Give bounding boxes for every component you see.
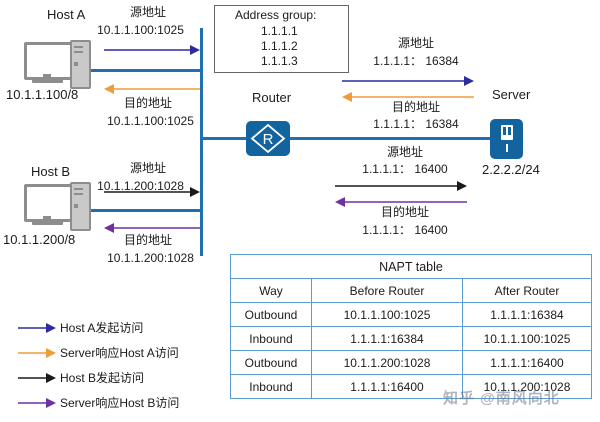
host-a-out-label: 源地址: [129, 5, 166, 19]
host-b-name: Host B: [31, 164, 71, 179]
legend-label-host-b: Host B发起访问: [60, 371, 145, 385]
legend-arrow-host-b-icon: [18, 373, 56, 383]
host-a-name: Host A: [47, 7, 86, 22]
host-b-out-label: 源地址: [129, 161, 166, 175]
address-group-entry-2: 1.1.1.3: [261, 54, 298, 68]
napt-table: NAPT table Way Before Router After Route…: [230, 254, 592, 399]
host-b-wire: [88, 209, 202, 212]
napt-r3-before: 1.1.1.1:16400: [311, 374, 463, 399]
napt-r0-before: 10.1.1.100:1025: [311, 302, 463, 327]
wan-b-out-value: 1.1.1.1： 16400: [362, 162, 448, 176]
address-group-entry-1: 1.1.1.2: [261, 39, 298, 53]
wan-a-out-value: 1.1.1.1： 16384: [373, 54, 459, 68]
napt-r3-way: Inbound: [230, 374, 312, 399]
host-b-pc-icon: [24, 182, 92, 231]
napt-r2-after: 1.1.1.1:16400: [462, 350, 592, 375]
server-to-host-b-arrow: [104, 223, 200, 233]
napt-r2-before: 10.1.1.200:1028: [311, 350, 463, 375]
router-icon: R: [246, 121, 290, 156]
wan-b-in-label: 目的地址: [380, 205, 429, 219]
host-a-in-value: 10.1.1.100:1025: [107, 114, 194, 128]
table-row: Inbound 1.1.1.1:16384 10.1.1.100:1025: [230, 326, 592, 351]
server-to-host-a-arrow: [104, 84, 200, 94]
napt-title: NAPT table: [230, 254, 592, 279]
napt-header-row: Way Before Router After Router: [230, 278, 592, 303]
napt-header-after: After Router: [462, 278, 592, 303]
legend-arrow-server-a-icon: [18, 348, 56, 358]
wan-b-in-value: 1.1.1.1： 16400: [362, 223, 448, 237]
napt-header-way: Way: [230, 278, 312, 303]
watermark: 知乎 @南风向北: [443, 390, 560, 407]
host-a-in-label: 目的地址: [123, 96, 172, 110]
host-a-pc-icon: [24, 40, 92, 89]
napt-header-before: Before Router: [311, 278, 463, 303]
wan-host-b-outbound-arrow: [335, 181, 467, 191]
host-a-wire: [88, 69, 202, 72]
napt-r0-way: Outbound: [230, 302, 312, 327]
napt-r1-after: 10.1.1.100:1025: [462, 326, 592, 351]
host-a-out-value: 10.1.1.100:1025: [97, 23, 184, 37]
table-row: Inbound 1.1.1.1:16400 10.1.1.200:1028: [230, 374, 592, 399]
legend-label-host-a: Host A发起访问: [60, 321, 144, 335]
server-address: 2.2.2.2/24: [482, 162, 540, 177]
server-icon: [490, 119, 523, 159]
router-label: Router: [252, 90, 292, 105]
trunk-vertical-wire: [200, 28, 203, 256]
wan-server-to-a-arrow: [342, 92, 474, 102]
napt-r0-after: 1.1.1.1:16384: [462, 302, 592, 327]
wan-a-in-value: 1.1.1.1： 16384: [373, 117, 459, 131]
legend-arrow-host-a-icon: [18, 323, 56, 333]
wan-a-in-label: 目的地址: [391, 100, 440, 114]
server-label: Server: [492, 87, 531, 102]
napt-r1-before: 1.1.1.1:16384: [311, 326, 463, 351]
legend-label-server-b: Server响应Host B访问: [60, 396, 180, 410]
table-row: Outbound 10.1.1.100:1025 1.1.1.1:16384: [230, 302, 592, 327]
wan-b-out-label: 源地址: [386, 145, 423, 159]
napt-title-row: NAPT table: [230, 254, 592, 279]
legend-arrow-server-b-icon: [18, 398, 56, 408]
wan-server-to-b-arrow: [335, 197, 467, 207]
address-group-entry-0: 1.1.1.1: [261, 24, 298, 38]
napt-r2-way: Outbound: [230, 350, 312, 375]
address-group-box: Address group: 1.1.1.1 1.1.1.2 1.1.1.3: [214, 5, 349, 73]
napt-r1-way: Inbound: [230, 326, 312, 351]
router-server-wire: [290, 137, 490, 140]
wan-a-out-label: 源地址: [397, 36, 434, 50]
table-row: Outbound 10.1.1.200:1028 1.1.1.1:16400: [230, 350, 592, 375]
svg-text:R: R: [263, 131, 274, 148]
host-b-out-value: 10.1.1.200:1028: [97, 179, 184, 193]
legend-label-server-a: Server响应Host A访问: [60, 346, 179, 360]
router-left-wire: [200, 137, 246, 140]
host-a-outbound-arrow: [104, 45, 200, 55]
host-b-outbound-arrow: [104, 187, 200, 197]
wan-host-a-outbound-arrow: [342, 76, 474, 86]
address-group-title: Address group:: [235, 8, 317, 22]
host-b-in-label: 目的地址: [123, 233, 172, 247]
host-a-address: 10.1.1.100/8: [6, 87, 79, 102]
host-b-address: 10.1.1.200/8: [3, 232, 76, 247]
napt-r3-after: 10.1.1.200:1028: [462, 374, 592, 399]
host-b-in-value: 10.1.1.200:1028: [107, 251, 194, 265]
